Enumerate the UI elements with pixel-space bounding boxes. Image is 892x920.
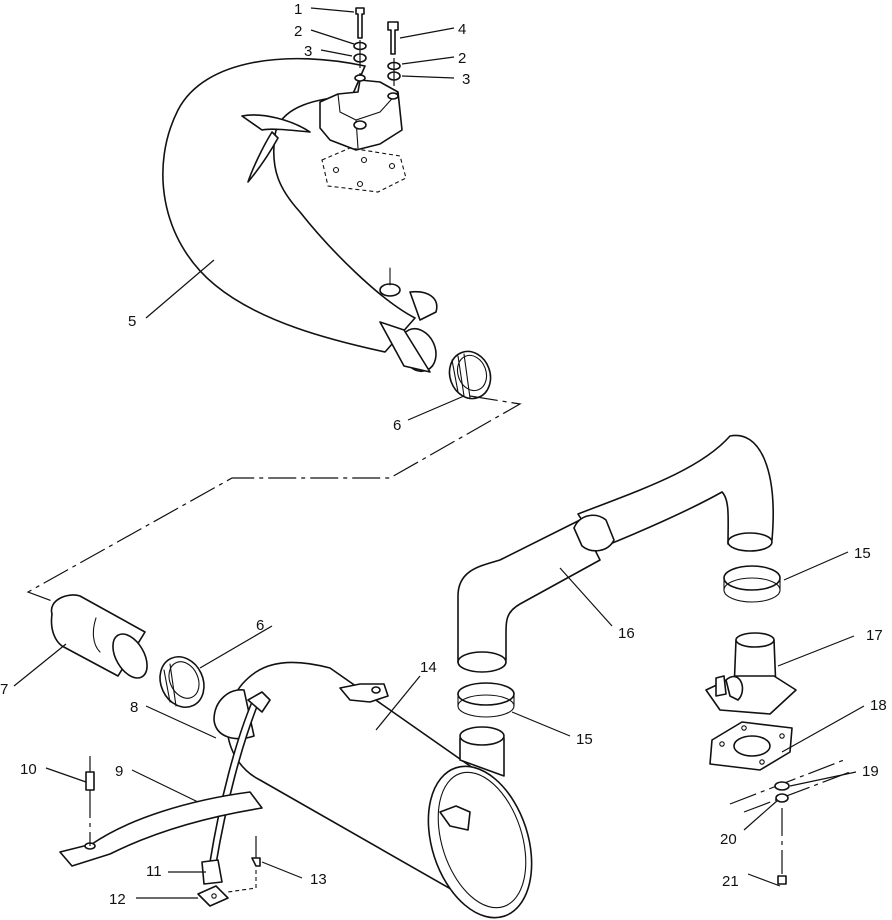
washer-20 — [775, 793, 789, 803]
screw-13 — [227, 836, 261, 893]
callout-6b: 6 — [256, 617, 264, 634]
callout-20: 20 — [720, 831, 737, 848]
callout-16: 16 — [618, 625, 635, 642]
callout-2a: 2 — [294, 23, 302, 40]
assembly-line-right — [729, 759, 845, 805]
clamp-upper — [448, 350, 492, 400]
callout-8: 8 — [130, 699, 138, 716]
callout-17: 17 — [866, 627, 883, 644]
assembly-line — [26, 395, 522, 605]
assembly-line-right-2 — [743, 771, 851, 813]
callout-3a: 3 — [304, 43, 312, 60]
callout-9: 9 — [115, 763, 123, 780]
clamp-lower — [159, 656, 205, 708]
tail-pipe — [457, 434, 774, 673]
callout-5: 5 — [128, 313, 136, 330]
callout-1: 1 — [294, 1, 302, 18]
upper-exhaust-pipe — [162, 57, 438, 373]
gasket-18 — [709, 721, 793, 771]
strap — [201, 691, 271, 885]
washer-19 — [774, 781, 790, 791]
clip-12 — [197, 885, 229, 907]
bolt-21 — [777, 808, 787, 885]
callout-18: 18 — [870, 697, 887, 714]
muffler — [213, 661, 533, 919]
front-pipe — [50, 594, 148, 679]
clamp-15-left — [457, 682, 515, 718]
fastener-stack-left — [353, 7, 367, 76]
callout-14: 14 — [420, 659, 437, 676]
outlet-fitting — [705, 632, 797, 715]
fastener-stack-right — [387, 21, 401, 90]
callout-7: 7 — [0, 681, 8, 698]
callout-21: 21 — [722, 873, 739, 890]
callout-19: 19 — [862, 763, 879, 780]
leader-lines — [13, 7, 865, 899]
bolt-10 — [85, 756, 95, 791]
mount-bracket — [59, 790, 263, 867]
callout-10: 10 — [20, 761, 37, 778]
callout-3b: 3 — [462, 71, 470, 88]
callout-2b: 2 — [458, 50, 466, 67]
callout-4: 4 — [458, 21, 466, 38]
callout-15a: 15 — [854, 545, 871, 562]
callout-15b: 15 — [576, 731, 593, 748]
callout-6a: 6 — [393, 417, 401, 434]
callout-13: 13 — [310, 871, 327, 888]
callout-12: 12 — [109, 891, 126, 908]
clamp-15-right — [723, 565, 781, 603]
callout-11: 11 — [146, 863, 162, 880]
